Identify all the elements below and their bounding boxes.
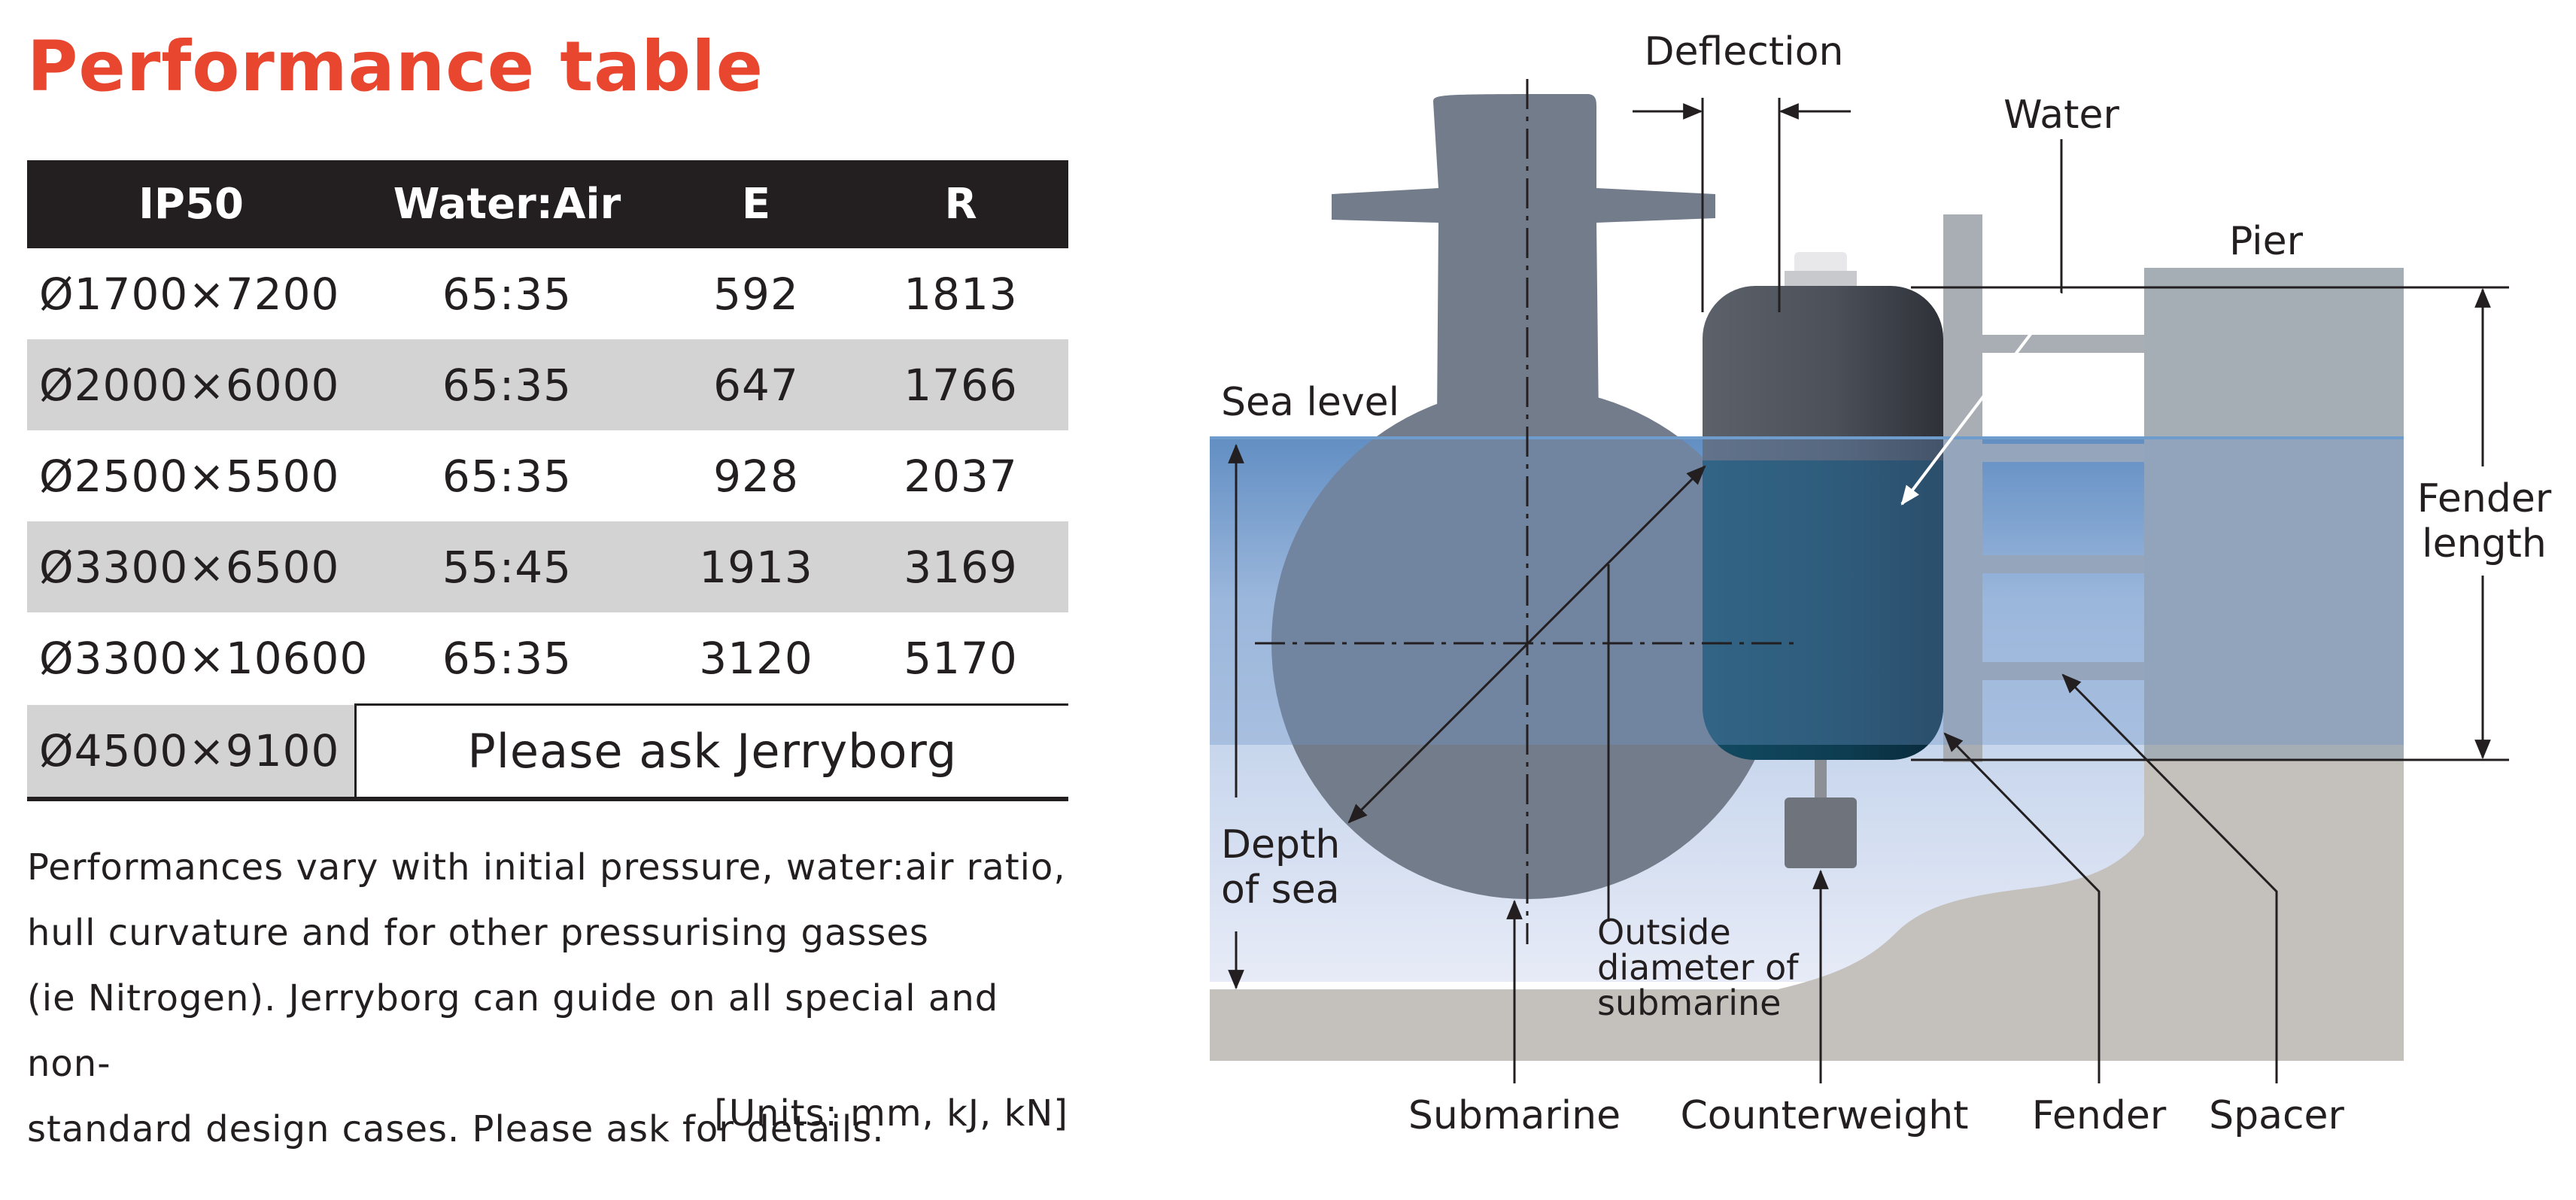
pier-base xyxy=(2144,760,2404,1061)
table-row: Ø1700×7200 65:35 592 1813 xyxy=(27,248,1068,339)
label-depth-of-sea: of sea xyxy=(1221,867,1340,913)
cell-r: 3169 xyxy=(853,521,1068,612)
label-outside-diameter: submarine xyxy=(1597,983,1781,1023)
cell-size: Ø3300×6500 xyxy=(27,521,355,612)
counterweight-chain xyxy=(1815,760,1827,797)
units-note: [Units: mm, kJ, kN] xyxy=(714,1092,1068,1135)
spacer-leader xyxy=(2061,673,2278,1083)
cell-r: 1813 xyxy=(904,268,1018,320)
table-row: Ø3300×10600 65:35 3120 5170 xyxy=(27,612,1068,705)
label-water: Water xyxy=(2003,93,2119,138)
cell-size: Ø4500×9100 xyxy=(27,704,357,801)
label-fender: Fender xyxy=(2032,1093,2167,1138)
label-outside-diameter: diameter of xyxy=(1597,947,1800,988)
fender-cap xyxy=(1794,252,1847,275)
spacer-bar xyxy=(1982,555,2144,573)
spacer-bar xyxy=(1982,335,2144,353)
label-outside-diameter: Outside xyxy=(1597,912,1731,952)
cell-ask-jerryborg: Please ask Jerryborg xyxy=(355,703,1068,801)
note-line: standard design cases. Please ask for de… xyxy=(27,1108,885,1150)
label-fender-length: Fender xyxy=(2417,476,2552,521)
performance-note: Performances vary with initial pressure,… xyxy=(27,835,1068,1162)
header-e: E xyxy=(659,160,853,248)
label-fender-length: length xyxy=(2422,521,2547,567)
cell-e: 1913 xyxy=(659,521,853,612)
table-row: Ø2000×6000 65:35 647 1766 xyxy=(27,339,1068,430)
note-line: (ie Nitrogen). Jerryborg can guide on al… xyxy=(27,977,999,1085)
cell-e: 592 xyxy=(713,268,799,320)
table-header-row: IP50 Water:Air E R xyxy=(27,160,1068,248)
sea-overlay xyxy=(1210,436,2404,745)
page-title: Performance table xyxy=(27,26,764,107)
performance-table: IP50 Water:Air E R Ø1700×7200 65:35 592 … xyxy=(27,160,1068,801)
label-submarine: Submarine xyxy=(1408,1093,1621,1138)
cell-ratio: 65:35 xyxy=(442,632,573,684)
note-line: Performances vary with initial pressure,… xyxy=(27,846,1066,889)
performance-section: Performance table IP50 Water:Air E R Ø17… xyxy=(0,0,1083,1200)
cell-size: Ø1700×7200 xyxy=(39,268,340,320)
cell-size: Ø2500×5500 xyxy=(39,450,340,502)
cell-ratio: 65:35 xyxy=(355,339,659,430)
table-row: Ø3300×6500 55:45 1913 3169 xyxy=(27,521,1068,612)
cell-ratio: 65:35 xyxy=(442,450,573,502)
cell-r: 5170 xyxy=(904,632,1018,684)
water-arrow xyxy=(1900,292,2063,506)
spacer-bar xyxy=(1982,444,2144,462)
seabed-slope xyxy=(1768,835,2144,1061)
table-row: Ø2500×5500 65:35 928 2037 xyxy=(27,430,1068,521)
counterweight xyxy=(1785,797,1857,868)
cell-e: 647 xyxy=(659,339,853,430)
header-water-air: Water:Air xyxy=(355,160,659,248)
pier xyxy=(2144,268,2404,760)
fender-leader xyxy=(1943,732,2101,1083)
label-spacer: Spacer xyxy=(2209,1093,2344,1138)
submarine-sail xyxy=(1332,94,1715,421)
label-depth-of-sea: Depth xyxy=(1221,822,1340,867)
cell-e: 3120 xyxy=(699,632,813,684)
cell-ratio: 65:35 xyxy=(442,268,573,320)
table-row-ask: Ø4500×9100 Please ask Jerryborg xyxy=(27,703,1068,801)
cell-size: Ø3300×10600 xyxy=(39,633,369,685)
label-pier: Pier xyxy=(2229,219,2304,264)
cell-r: 2037 xyxy=(904,450,1018,502)
cell-r: 1766 xyxy=(853,339,1068,430)
fender-diagram: Deflection Water Pier Sea level Fender l… xyxy=(1210,29,2552,1138)
label-counterweight: Counterweight xyxy=(1680,1093,1968,1138)
label-sea-level: Sea level xyxy=(1221,380,1399,425)
cell-size: Ø2000×6000 xyxy=(27,339,355,430)
note-line: hull curvature and for other pressurisin… xyxy=(27,912,929,954)
cell-ratio: 55:45 xyxy=(355,521,659,612)
fender-water xyxy=(1703,460,1943,760)
label-deflection: Deflection xyxy=(1645,29,1844,74)
spacer-post xyxy=(1943,214,1982,762)
diameter-arrow xyxy=(1347,465,1706,824)
header-r: R xyxy=(853,160,1068,248)
header-ip50: IP50 xyxy=(27,160,355,248)
cell-e: 928 xyxy=(713,450,799,502)
